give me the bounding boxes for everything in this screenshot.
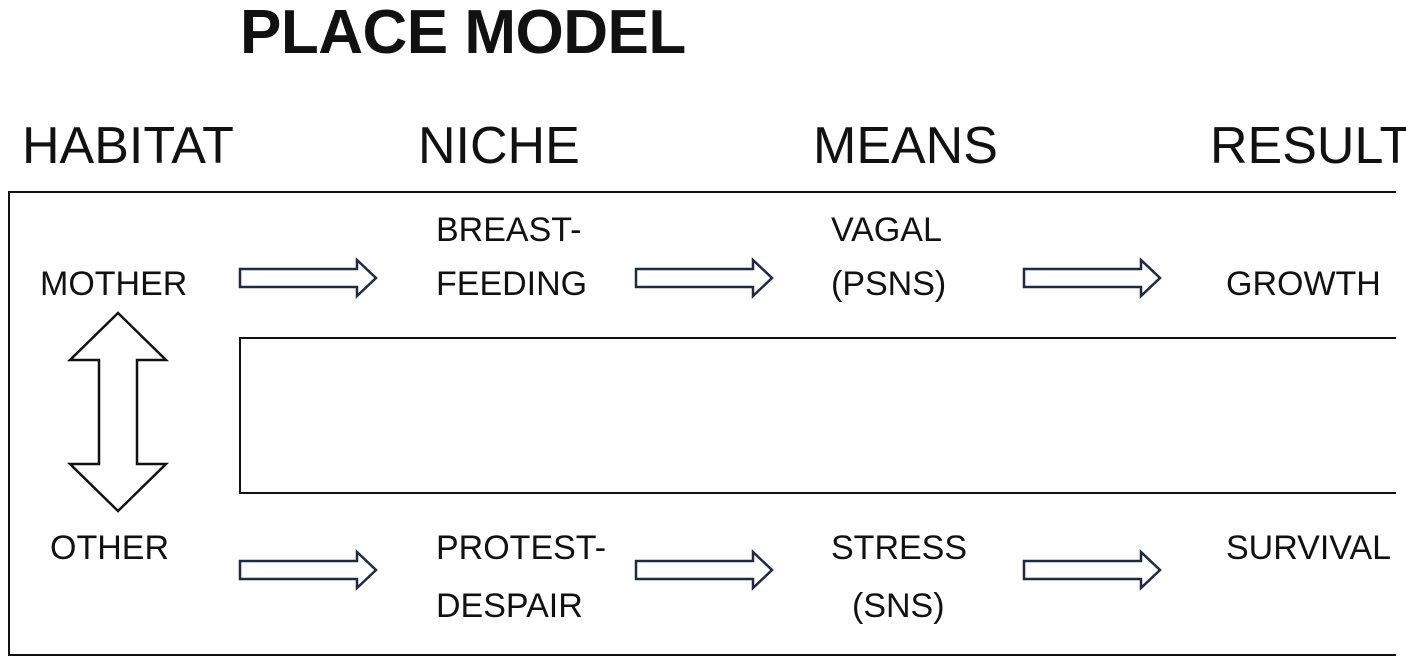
bottom-niche-label-line2: DESPAIR <box>436 587 583 625</box>
right-arrow-icon <box>238 257 378 299</box>
top-niche-label-line1: BREAST- <box>436 211 582 249</box>
right-arrow-icon <box>634 549 774 591</box>
diagram-title: PLACE MODEL <box>240 0 686 67</box>
right-arrow-icon <box>1022 257 1162 299</box>
right-arrow-icon <box>634 257 774 299</box>
frame-bottom-line <box>8 654 1396 656</box>
header-result: RESULT <box>1210 117 1406 175</box>
inner-box-left-line <box>239 337 241 494</box>
bottom-habitat-label: OTHER <box>50 529 169 567</box>
top-niche-label-line2: FEEDING <box>436 265 588 303</box>
top-habitat-label: MOTHER <box>40 265 188 303</box>
right-arrow-icon <box>1022 549 1162 591</box>
top-means-label-line2: (PSNS) <box>831 265 947 303</box>
header-niche: NICHE <box>418 117 580 175</box>
header-means: MEANS <box>813 117 998 175</box>
flow-arrows <box>238 257 1162 591</box>
bottom-niche-label-line1: PROTEST- <box>436 529 607 567</box>
header-habitat: HABITAT <box>22 117 234 175</box>
inner-box-top-line <box>239 337 1396 339</box>
frame-top-line <box>8 191 1396 193</box>
bottom-means-label-line1: STRESS <box>831 529 968 567</box>
top-result-label: GROWTH <box>1226 265 1381 303</box>
top-means-label-line1: VAGAL <box>831 211 942 249</box>
inner-box-bottom-line <box>239 492 1396 494</box>
double-vertical-arrow-icon <box>66 311 170 513</box>
bottom-means-label-line2: (SNS) <box>852 587 945 625</box>
bottom-result-label: SURVIVAL <box>1226 529 1392 567</box>
frame-left-line <box>8 191 10 656</box>
right-arrow-icon <box>238 549 378 591</box>
